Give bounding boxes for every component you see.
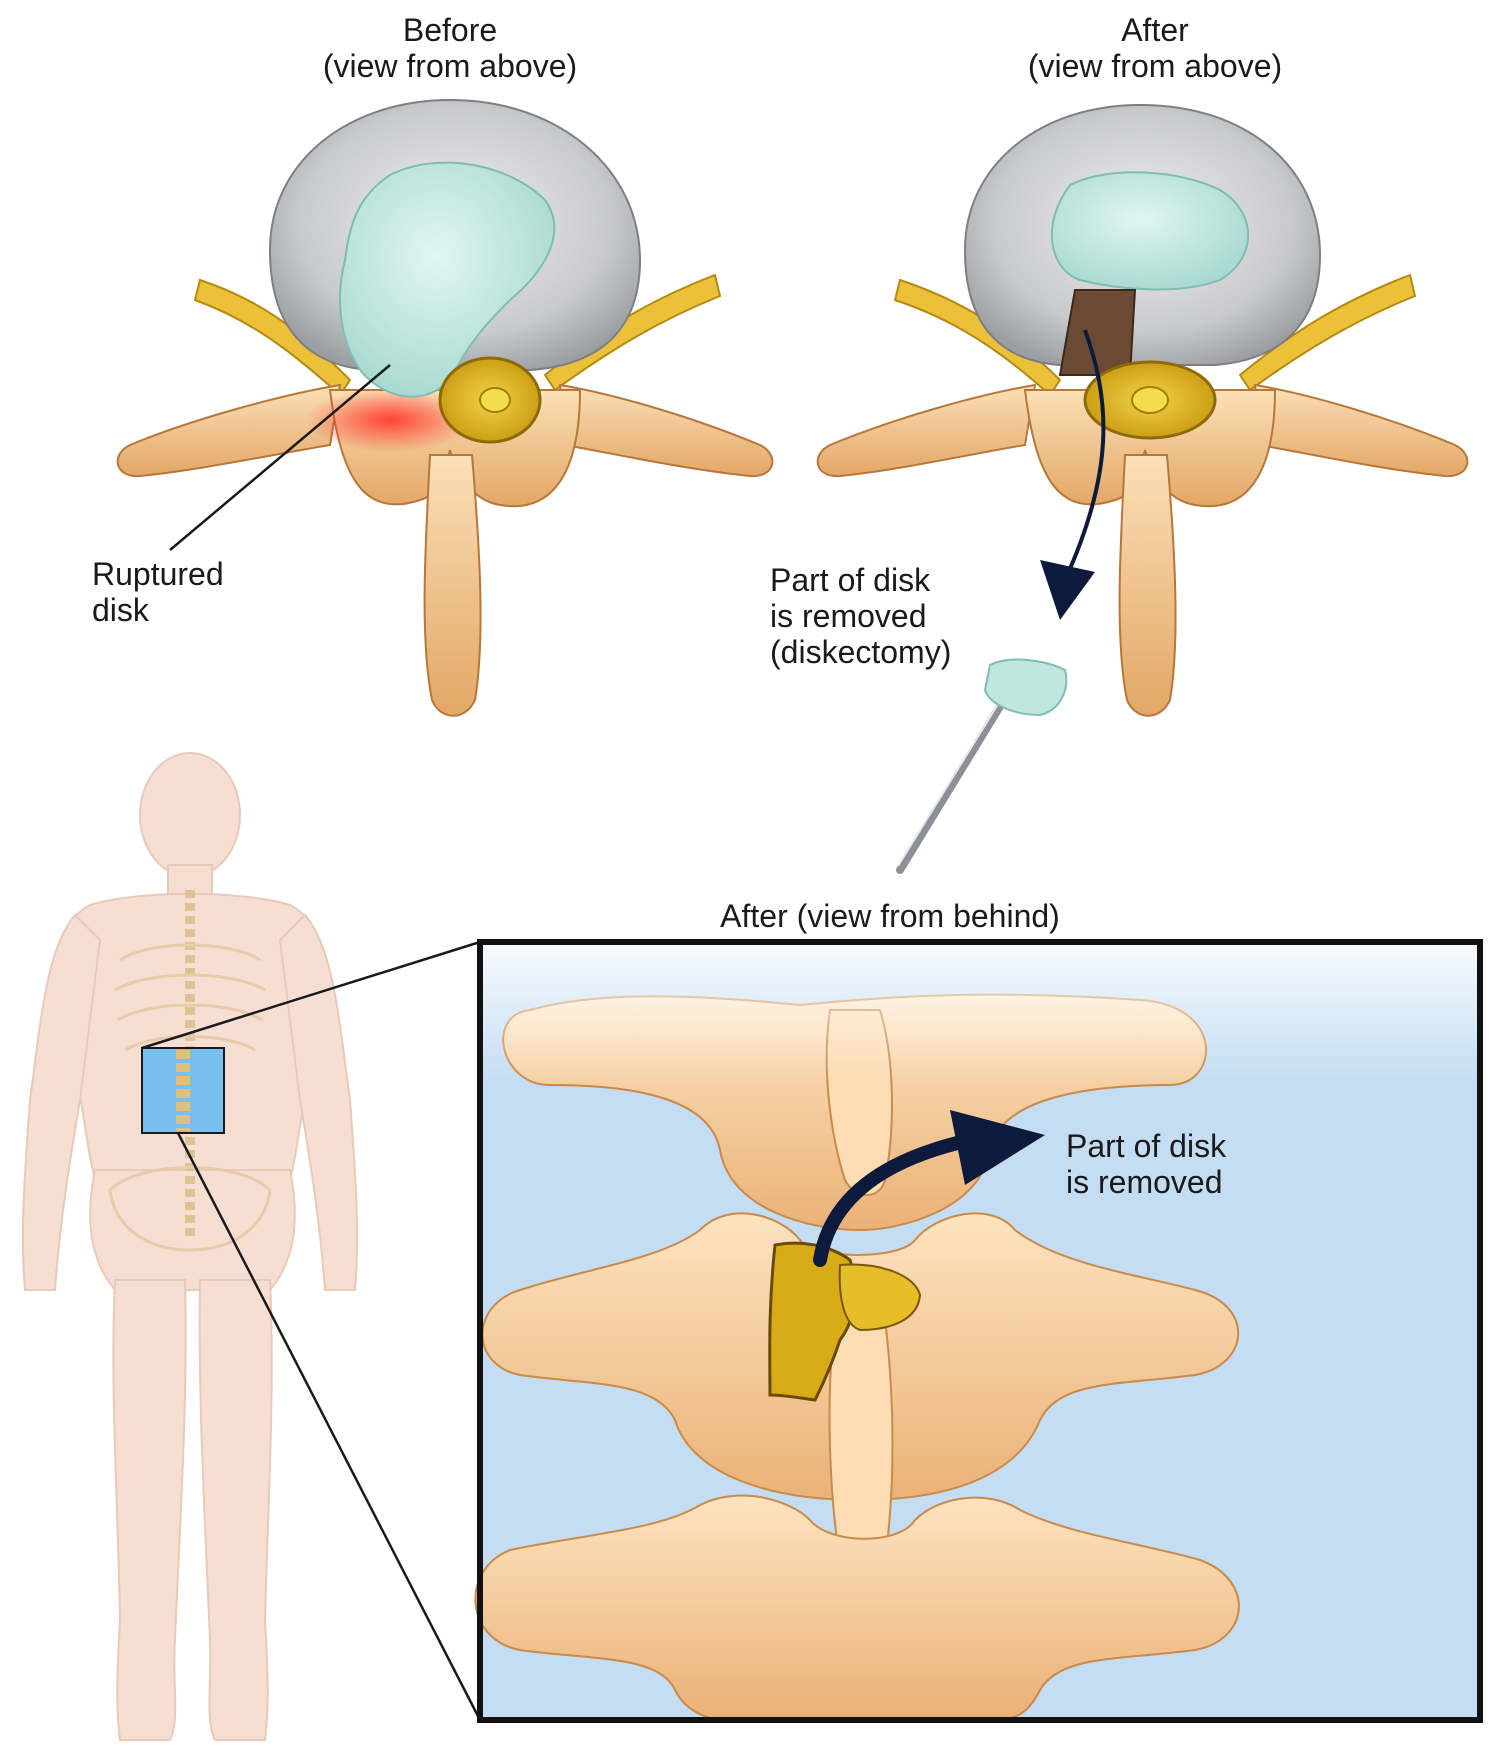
after-nucleus	[1050, 171, 1250, 291]
after-behind-panel-title: After (view from behind)	[680, 898, 1100, 934]
surgical-forceps-highlight	[897, 687, 1009, 867]
left-leg	[112, 1279, 187, 1741]
body-figure	[21, 752, 359, 1741]
after-right-transverse-process	[1253, 383, 1469, 478]
after-left-transverse-process	[816, 383, 1037, 478]
right-nerve-root	[543, 273, 722, 392]
after-top-panel-title: After (view from above)	[1005, 12, 1305, 84]
diskectomy-line1: Part of disk	[770, 562, 931, 598]
laminotomy-opening	[768, 1241, 857, 1402]
after-right-nerve-root	[1238, 273, 1417, 392]
zoom-line-bottom	[176, 1132, 482, 1721]
spinal-cord-core	[479, 387, 511, 413]
ruptured-disk-line1: Ruptured	[92, 556, 224, 592]
ruptured-disk-label: Ruptured disk	[92, 556, 224, 628]
after-behind-title: After (view from behind)	[720, 898, 1060, 934]
after-vertebra-diagram	[816, 103, 1469, 874]
spinous-process	[423, 454, 482, 717]
removed-disk-fragment	[983, 658, 1068, 717]
inset-frame	[477, 939, 1483, 1723]
ruptured-disk-line2: disk	[92, 592, 149, 628]
diskectomy-arrow	[1063, 329, 1106, 581]
inset-panel	[474, 939, 1483, 1723]
zoom-line-top	[141, 940, 481, 1050]
inset-removal-arrow-head	[950, 1110, 1045, 1185]
after-spinal-cord-core	[1131, 386, 1169, 414]
surgical-forceps	[896, 686, 1014, 874]
diskectomy-line3: (diskectomy)	[770, 634, 952, 670]
before-vertebra-diagram	[116, 98, 774, 717]
diskectomy-line2: is removed	[770, 598, 927, 634]
exposed-nerve-root	[838, 1263, 922, 1332]
left-transverse-process	[116, 383, 342, 478]
after-spinous-process	[1118, 454, 1177, 717]
rib-cage	[114, 943, 266, 1052]
inset-removed-label: Part of disk is removed	[1066, 1128, 1226, 1200]
left-arm	[21, 913, 102, 1291]
inflammation-glow	[305, 388, 475, 452]
after-top-title-line1: After	[1121, 12, 1189, 48]
right-transverse-process	[558, 383, 774, 478]
head	[139, 752, 241, 878]
before-title-line1: Before	[402, 12, 498, 48]
before-title-line2: (view from above)	[322, 48, 578, 84]
after-vertebral-arch	[1023, 389, 1277, 508]
lower-vertebra	[474, 1494, 1240, 1719]
inset-removal-arrow	[813, 1133, 977, 1267]
right-leg	[198, 1279, 273, 1741]
pelvic-bone	[108, 1166, 272, 1252]
inset-removed-line2: is removed	[1066, 1164, 1223, 1200]
diskectomy-label: Part of disk is removed (diskectomy)	[770, 562, 951, 670]
inset-top-fade	[482, 944, 1478, 1084]
diskectomy-arrow-head	[1040, 560, 1095, 620]
before-panel-title: Before (view from above)	[300, 12, 600, 84]
right-arm	[278, 913, 359, 1291]
inset-removed-line1: Part of disk	[1066, 1128, 1227, 1164]
ruptured-disk-leader-line	[169, 364, 391, 551]
after-top-title-line2: (view from above)	[1027, 48, 1283, 84]
